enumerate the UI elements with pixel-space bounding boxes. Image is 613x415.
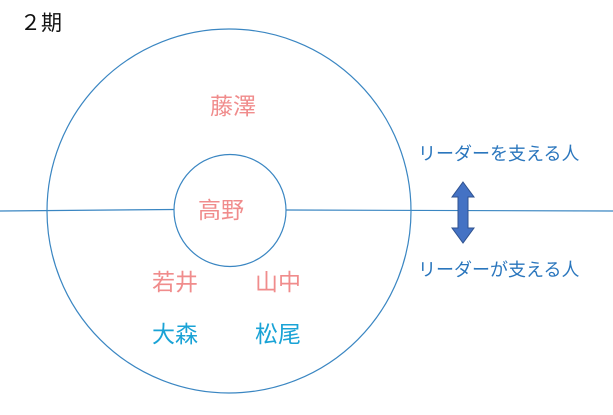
outer-circle <box>46 28 412 394</box>
name-bottom-left-2: 大森 <box>152 322 198 348</box>
page-title: ２期 <box>20 11 62 35</box>
name-center: 高野 <box>198 198 244 224</box>
caption-upper: リーダーを支える人 <box>418 144 580 165</box>
name-bottom-left-1: 若井 <box>152 270 198 296</box>
name-bottom-right-1: 山中 <box>255 270 301 296</box>
inner-circle <box>173 153 287 268</box>
horizontal-line-right <box>285 209 613 212</box>
horizontal-line-left <box>0 208 175 212</box>
double-arrow-icon <box>451 181 475 244</box>
caption-lower: リーダーが支える人 <box>418 260 580 281</box>
name-top: 藤澤 <box>210 94 256 120</box>
name-bottom-right-2: 松尾 <box>255 322 301 348</box>
